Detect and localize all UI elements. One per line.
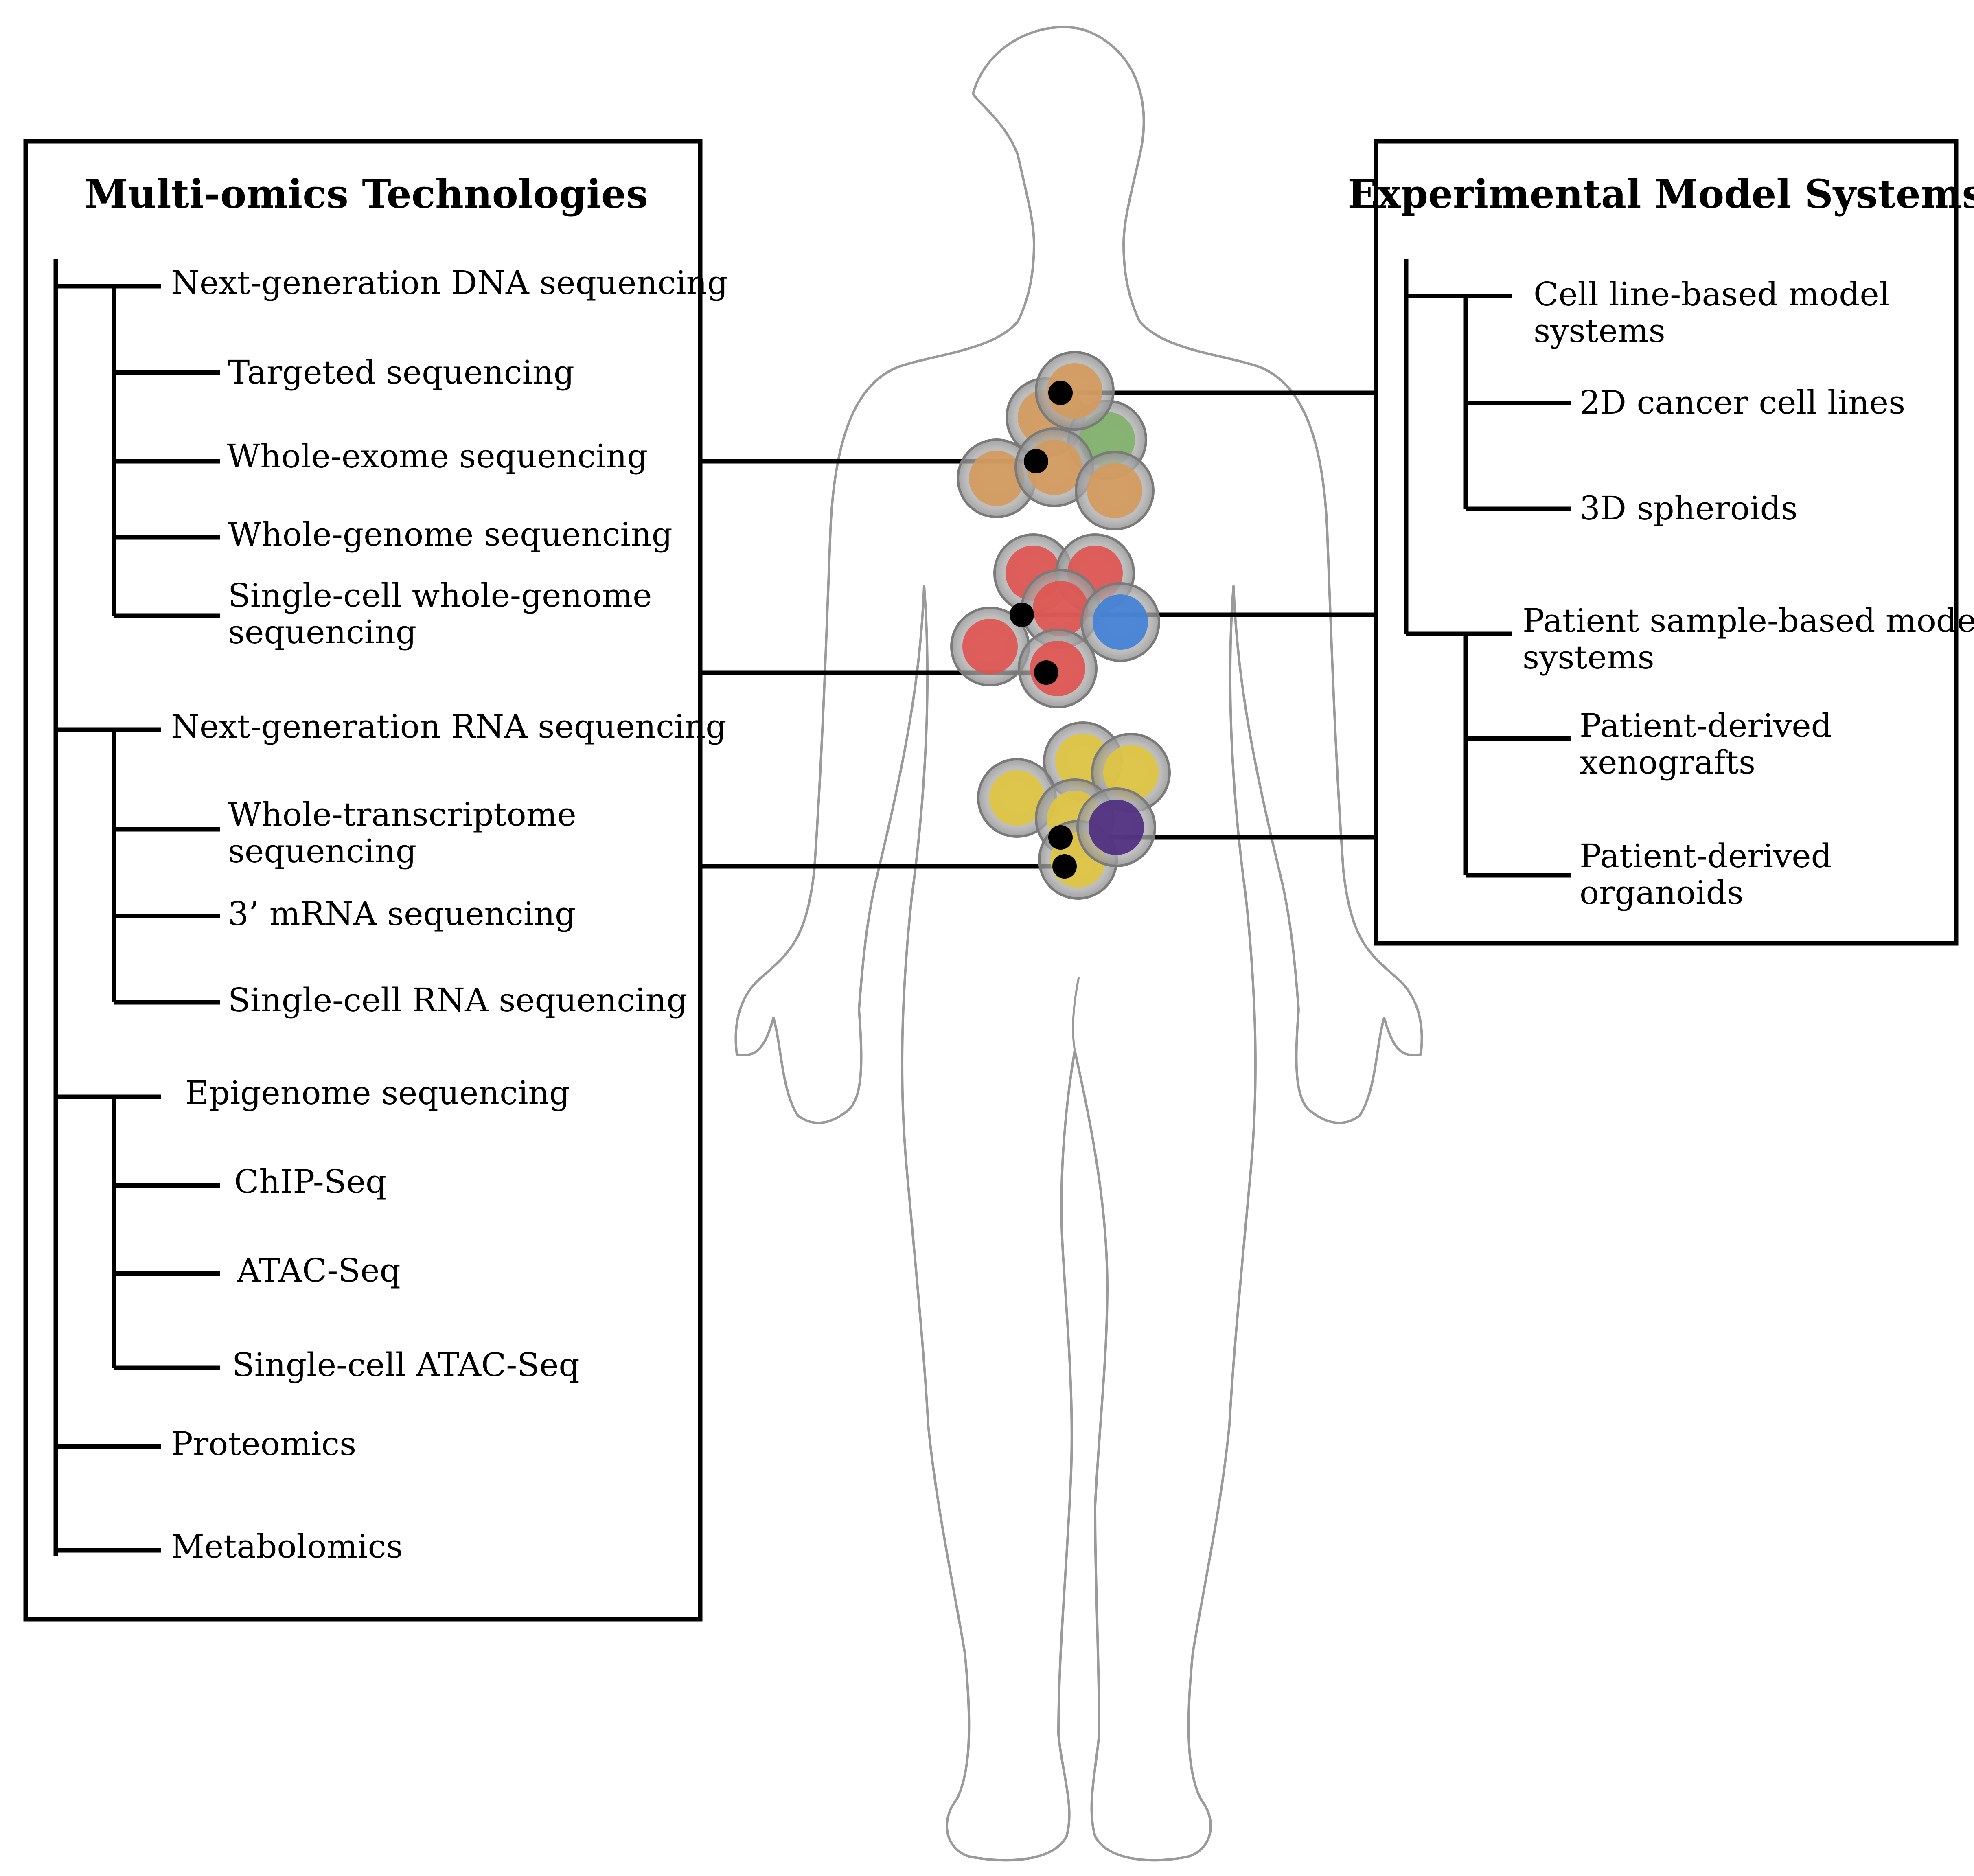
orange-cluster bbox=[957, 351, 1155, 530]
yellow-cluster-connector-dot-0 bbox=[1048, 825, 1073, 850]
multi-omics-tree bbox=[53, 259, 220, 1556]
label-pdo-line1: Patient-derived bbox=[1580, 837, 1832, 875]
label-proteomics: Proteomics bbox=[171, 1425, 356, 1463]
label-patient-sample-model-line1: Patient sample-based model bbox=[1523, 602, 1974, 640]
multi-omics-panel-frame bbox=[23, 139, 703, 1622]
label-single-cell-wgs-line1: Single-cell whole-genome bbox=[228, 576, 652, 614]
label-whole-transcriptome-line1: Whole-transcriptome bbox=[228, 796, 576, 833]
label-targeted-sequencing: Targeted sequencing bbox=[228, 353, 574, 391]
label-atac-seq: ATAC-Seq bbox=[237, 1251, 401, 1289]
model-systems-panel-frame bbox=[1374, 139, 1959, 946]
yellow-cluster bbox=[977, 721, 1171, 900]
label-3d-spheroids: 3D spheroids bbox=[1580, 489, 1798, 527]
label-pdx-line1: Patient-derived bbox=[1580, 707, 1832, 745]
label-metabolomics: Metabolomics bbox=[171, 1528, 403, 1565]
orange-cluster-cell-orange-4 bbox=[1087, 463, 1142, 518]
human-body-silhouette bbox=[734, 26, 1423, 1862]
label-patient-sample-model-line2: systems bbox=[1523, 638, 1654, 676]
yellow-cluster-cell-yellow-2 bbox=[989, 770, 1045, 826]
label-pdx-line2: xenografts bbox=[1580, 743, 1755, 781]
yellow-cluster-cell-yellow-1 bbox=[1103, 745, 1159, 800]
cell-clusters bbox=[950, 351, 1171, 900]
model-systems-labels: Cell line-based model systems 2D cancer … bbox=[1523, 275, 1974, 912]
label-single-cell-atac-seq: Single-cell ATAC-Seq bbox=[232, 1346, 580, 1384]
red-cluster-connector-dot-0 bbox=[1010, 603, 1034, 627]
label-chip-seq: ChIP-Seq bbox=[234, 1163, 386, 1201]
orange-cluster-cell-orange-2 bbox=[969, 451, 1024, 506]
orange-cluster-connector-dot-1 bbox=[1024, 449, 1048, 473]
yellow-cluster-connector-dot-1 bbox=[1052, 854, 1077, 879]
label-pdo-line2: organoids bbox=[1580, 874, 1744, 912]
label-single-cell-rna-sequencing: Single-cell RNA sequencing bbox=[228, 981, 687, 1019]
orange-cluster-connector-dot-0 bbox=[1048, 381, 1073, 405]
label-whole-exome-sequencing: Whole-exome sequencing bbox=[227, 437, 648, 475]
label-3prime-mrna-sequencing: 3’ mRNA sequencing bbox=[228, 895, 576, 933]
label-cell-line-model-line2: systems bbox=[1534, 312, 1665, 350]
yellow-cluster-cell-purple-5 bbox=[1089, 800, 1144, 855]
label-ngs-dna: Next-generation DNA sequencing bbox=[171, 264, 728, 302]
red-cluster-connector-dot-1 bbox=[1034, 660, 1058, 685]
model-systems-title: Experimental Model Systems bbox=[1347, 171, 1974, 217]
label-epigenome-sequencing: Epigenome sequencing bbox=[185, 1074, 570, 1112]
label-single-cell-wgs-line2: sequencing bbox=[228, 613, 416, 651]
multi-omics-labels: Next-generation DNA sequencing Targeted … bbox=[171, 264, 728, 1565]
label-ngs-rna: Next-generation RNA sequencing bbox=[171, 708, 726, 745]
red-cluster-cell-red-4 bbox=[962, 619, 1018, 674]
label-whole-transcriptome-line2: sequencing bbox=[228, 832, 416, 870]
label-cell-line-model-line1: Cell line-based model bbox=[1534, 275, 1889, 313]
red-cluster-cell-red-2 bbox=[1033, 581, 1088, 636]
label-whole-genome-sequencing: Whole-genome sequencing bbox=[228, 515, 673, 553]
label-2d-cancer-cell-lines: 2D cancer cell lines bbox=[1580, 384, 1905, 421]
red-cluster bbox=[950, 533, 1160, 708]
multi-omics-title: Multi-omics Technologies bbox=[85, 171, 648, 217]
red-cluster-cell-blue-3 bbox=[1093, 594, 1148, 650]
model-systems-tree bbox=[1404, 259, 1571, 878]
